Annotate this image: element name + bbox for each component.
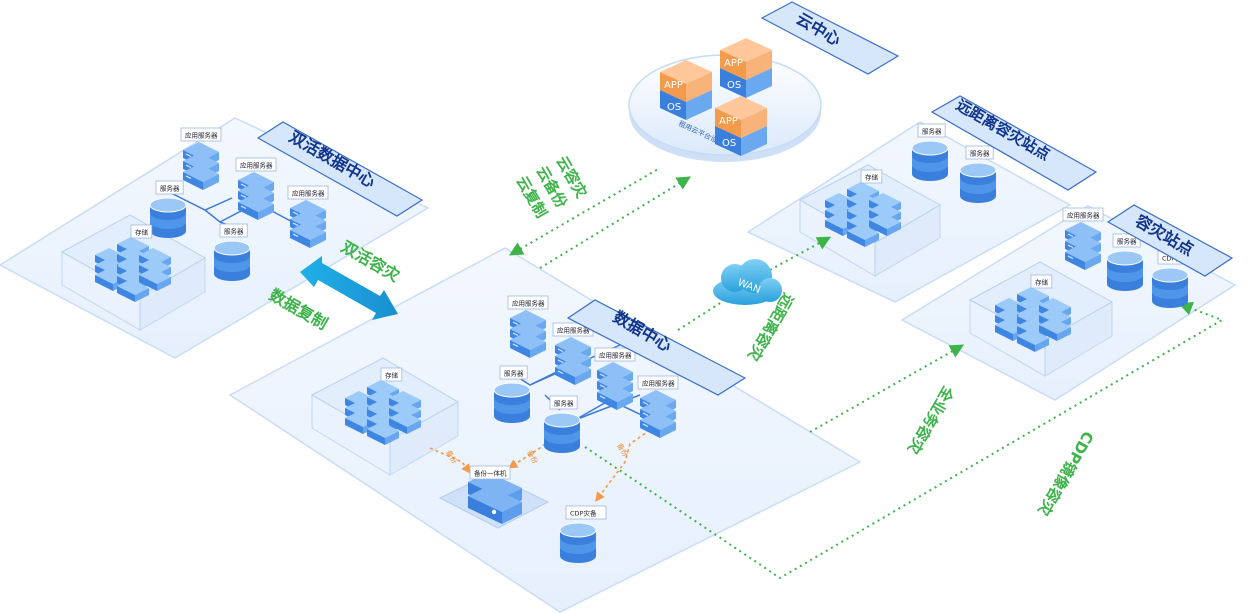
storage-label: 存储 [380, 367, 403, 382]
app-label: APP [719, 116, 738, 127]
app-os-stack-icon: APP OS [720, 38, 772, 98]
server-disk-icon: 服务器 [959, 145, 997, 203]
svg-text:服务器: 服务器 [970, 149, 990, 158]
storage-label: 存储 [860, 169, 883, 184]
storage-label: 存储 [130, 224, 153, 239]
active-active-arrow [300, 256, 398, 320]
backup-appliance-label: 备份一体机 [469, 465, 511, 480]
link-cloud-dr-b [539, 176, 691, 269]
cdp-appliance-icon: CDP灾备 [559, 505, 607, 563]
svg-text:应用服务器: 应用服务器 [185, 131, 218, 140]
storage-label: 存储 [1030, 274, 1053, 289]
server-disk-icon: 服务器 [213, 223, 251, 281]
svg-text:存储: 存储 [1035, 278, 1049, 287]
app-server-label: 应用服务器 [287, 185, 329, 200]
app-server-icon: 应用服务器 [1062, 207, 1104, 270]
link-remote-wan-a [677, 299, 726, 331]
os-label: OS [727, 80, 741, 91]
svg-text:存储: 存储 [135, 228, 149, 237]
server-label: 服务器 [965, 145, 994, 160]
svg-text:应用服务器: 应用服务器 [642, 379, 675, 388]
link-full-dr [809, 344, 965, 433]
app-server-label: 应用服务器 [1062, 207, 1104, 222]
svg-text:服务器: 服务器 [224, 227, 244, 236]
os-label: OS [667, 102, 681, 113]
svg-text:应用服务器: 应用服务器 [292, 189, 325, 198]
svg-text:应用服务器: 应用服务器 [512, 299, 545, 308]
svg-text:应用服务器: 应用服务器 [240, 161, 273, 170]
server-disk-icon: 服务器 [149, 180, 187, 238]
svg-text:服务器: 服务器 [922, 127, 942, 136]
svg-text:存储: 存储 [865, 173, 879, 182]
server-label: CDP灾备 [565, 505, 607, 520]
app-server-icon: 应用服务器 [637, 375, 679, 438]
app-server-icon: 应用服务器 [594, 347, 636, 410]
server-disk-icon: 服务器 [493, 365, 531, 423]
storage-icon: 存储 [345, 367, 421, 445]
full-dr-label: 全业务容灾 [904, 382, 958, 458]
svg-text:CDP灾备: CDP灾备 [570, 509, 597, 518]
server-label: 服务器 [219, 223, 248, 238]
svg-text:服务器: 服务器 [1117, 237, 1137, 246]
app-os-stack-icon: APP OS [660, 60, 712, 120]
server-label: 服务器 [499, 365, 528, 380]
svg-text:应用服务器: 应用服务器 [1067, 211, 1100, 220]
server-disk-icon: 服务器 [1106, 233, 1144, 291]
link-cloud-dr-a [508, 167, 661, 256]
app-label: APP [664, 80, 683, 91]
os-label: OS [722, 138, 736, 149]
svg-text:服务器: 服务器 [504, 369, 524, 378]
backup-appliance-icon: 备份一体机 [438, 465, 550, 529]
svg-text:服务器: 服务器 [160, 184, 180, 193]
svg-text:存储: 存储 [385, 371, 399, 380]
app-server-label: 应用服务器 [594, 347, 636, 362]
app-server-icon: 应用服务器 [287, 185, 329, 248]
app-server-label: 应用服务器 [235, 157, 277, 172]
server-label: 服务器 [917, 123, 946, 138]
data-replication-label: 数据复制 [266, 285, 331, 333]
server-disk-icon: 服务器 [543, 395, 581, 453]
app-server-label: 应用服务器 [637, 375, 679, 390]
storage-icon: 存储 [995, 274, 1071, 352]
backup-flow-cdp [595, 429, 651, 502]
storage-icon: 存储 [825, 169, 901, 247]
svg-text:应用服务器: 应用服务器 [599, 351, 632, 360]
title-cloud-center: 云中心 [760, 1, 900, 75]
wan-cloud-icon: WAN [713, 259, 782, 305]
app-server-icon: 应用服务器 [235, 157, 277, 220]
backup-flow-server [507, 439, 551, 469]
cdp-dr-label: CDP镜像容灾 [1034, 428, 1097, 520]
server-label: 服务器 [549, 395, 578, 410]
svg-text:应用服务器: 应用服务器 [557, 326, 590, 335]
app-server-icon: 应用服务器 [180, 127, 222, 190]
app-server-label: 应用服务器 [180, 127, 222, 142]
app-server-icon: 应用服务器 [507, 295, 549, 358]
app-server-icon: 应用服务器 [552, 322, 594, 385]
server-label: 服务器 [155, 180, 184, 195]
server-disk-icon: 服务器 [911, 123, 949, 181]
app-os-stack-icon: APP OS [715, 96, 767, 156]
svg-text:备份一体机: 备份一体机 [474, 469, 507, 478]
app-server-label: 应用服务器 [507, 295, 549, 310]
link-remote-wan-b [769, 236, 832, 271]
app-label: APP [724, 58, 743, 69]
storage-icon: 存储 [95, 224, 171, 302]
svg-text:服务器: 服务器 [554, 399, 574, 408]
